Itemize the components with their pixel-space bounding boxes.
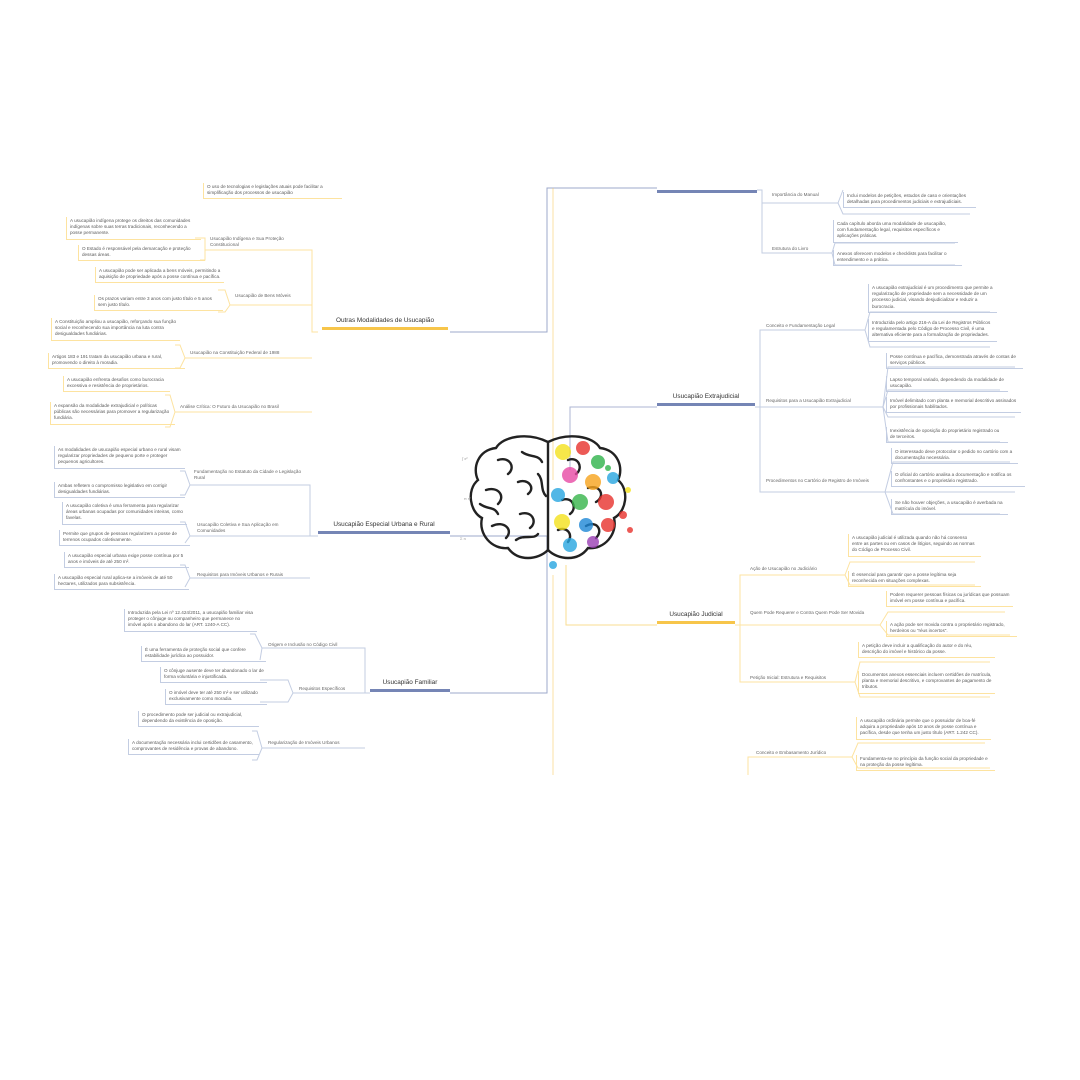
branch-manual[interactable] <box>657 183 757 193</box>
sub-estrutura-livro[interactable]: Estrutura do Livro <box>772 246 809 251</box>
leaf: A usucapião extrajudicial é um procedime… <box>868 284 997 313</box>
leaf: Inclui modelos de petições, estudos de c… <box>843 192 976 209</box>
leaf: É uma ferramenta de proteção social que … <box>141 646 266 663</box>
leaf: A usucapião coletiva é uma ferramenta pa… <box>62 502 187 525</box>
sub-procedimentos-cartorio[interactable]: Procedimentos no Cartório de Registro de… <box>766 478 869 483</box>
leaf: Documentos anexos essenciais incluem cer… <box>858 671 995 694</box>
leaf: Fundamenta-se no princípio da função soc… <box>856 755 995 772</box>
leaf: A usucapião indígena protege os direitos… <box>66 217 201 240</box>
leaf: O oficial do cartório analisa a document… <box>891 471 1025 488</box>
brain-icon: ∫ x² π r² Σ n <box>460 435 633 569</box>
leaf: Introduzida pelo artigo 216-A da Lei de … <box>868 319 997 342</box>
leaf: Introduzida pela Lei nº 12.424/2011, a u… <box>124 609 257 632</box>
sub-bens-moveis[interactable]: Usucapião de Bens Móveis <box>235 293 291 298</box>
leaf: O uso de tecnologias e legislações atuai… <box>203 183 342 200</box>
branch-usucapiao-familiar[interactable]: Usucapião Familiar <box>370 679 450 693</box>
leaf: Posse contínua e pacífica, demonstrada a… <box>886 353 1023 370</box>
svg-text:∫ x²: ∫ x² <box>461 456 468 461</box>
leaf: Artigos 183 e 191 tratam da usucapião ur… <box>48 353 185 370</box>
sub-regularizacao-imoveis[interactable]: Regularização de Imóveis Urbanos <box>268 740 340 745</box>
sub-requisitos-especificos[interactable]: Requisitos Específicos <box>299 686 346 691</box>
leaf: Inexistência de oposição do proprietário… <box>886 427 1008 444</box>
leaf: O procedimento pode ser judicial ou extr… <box>138 711 259 728</box>
leaf: É essencial para garantir que a posse le… <box>848 571 981 588</box>
leaf: O interessado deve protocolar o pedido n… <box>891 448 1018 465</box>
leaf: Anexos oferecem modelos e checklists par… <box>833 250 962 267</box>
sub-fundamentacao-estatuto[interactable]: Fundamentação no Estatuto da Cidade e Le… <box>194 469 302 481</box>
leaf: Permite que grupos de pessoas regularize… <box>59 530 190 547</box>
leaf: A petição deve incluir a qualificação do… <box>858 642 995 659</box>
leaf: Cada capítulo aborda uma modalidade de u… <box>833 220 958 243</box>
leaf: A ação pode ser movida contra o propriet… <box>886 621 1017 638</box>
leaf: A usucapião pode ser aplicada a bens móv… <box>95 267 224 284</box>
sub-constituicao-1988[interactable]: Usucapião na Constituição Federal de 198… <box>190 350 280 355</box>
svg-text:π r²: π r² <box>464 496 471 501</box>
sub-conceito-embasamento[interactable]: Conceito e Embasamento Jurídico <box>756 750 827 755</box>
leaf: Se não houver objeções, a usucapião é av… <box>891 499 1008 516</box>
leaf: Ambas refletem o compromisso legislativo… <box>54 482 185 499</box>
sub-quem-pode-requerer[interactable]: Quem Pode Requerer e Contra Quem Pode Se… <box>750 610 865 615</box>
branch-especial-urbana-rural[interactable]: Usucapião Especial Urbana e Rural <box>318 521 450 535</box>
sub-requisitos-imoveis[interactable]: Requisitos para Imóveis Urbanos e Rurais <box>197 572 284 577</box>
leaf: A usucapião enfrenta desafios como buroc… <box>63 376 170 393</box>
leaf: A usucapião especial urbana exige posse … <box>64 552 189 569</box>
sub-conceito-fundamentacao[interactable]: Conceito e Fundamentação Legal <box>766 323 835 328</box>
sub-origem-codigo-civil[interactable]: Origem e Inclusão no Código Civil <box>268 642 338 647</box>
sub-acao-judiciario[interactable]: Ação de Usucapião no Judiciário <box>750 566 817 571</box>
leaf: A usucapião ordinária permite que o poss… <box>856 717 991 740</box>
sub-analise-critica[interactable]: Análise Crítica: O Futuro da Usucapião n… <box>180 404 279 409</box>
branch-usucapiao-judicial[interactable]: Usucapião Judicial <box>657 611 735 625</box>
leaf: Podem requerer pessoas físicas ou jurídi… <box>886 591 1013 608</box>
leaf: Imóvel delimitado com planta e memorial … <box>886 397 1021 414</box>
leaf: A documentação necessária inclui certidõ… <box>128 739 259 756</box>
leaf: Os prazos variam entre 3 anos com justo … <box>94 295 223 312</box>
sub-importancia-manual[interactable]: Importância do Manual <box>772 192 819 197</box>
leaf: O Estado é responsável pela demarcação e… <box>78 245 205 262</box>
sub-usucapiao-coletiva[interactable]: Usucapião Coletiva e Sua Aplicação em Co… <box>197 522 279 534</box>
leaf: A expansão da modalidade extrajudicial e… <box>50 402 175 425</box>
leaf: O imóvel deve ter até 250 m² e ser utili… <box>165 689 267 706</box>
sub-requisitos-extrajudicial[interactable]: Requisitos para a Usucapião Extrajudicia… <box>766 398 851 403</box>
leaf: Lapso temporal variado, dependendo da mo… <box>886 376 1008 393</box>
branch-outras-modalidades[interactable]: Outras Modalidades de Usucapião <box>322 317 448 331</box>
leaf: A usucapião judicial é utilizada quando … <box>848 534 981 557</box>
sub-usucapiao-indigena[interactable]: Usucapião Indígena e Sua Proteção Consti… <box>210 236 284 248</box>
leaf: A usucapião especial rural aplica-se a i… <box>54 574 189 591</box>
leaf: A Constituição ampliou a usucapião, refo… <box>51 318 180 341</box>
leaf: As modalidades de usucapião especial urb… <box>54 446 185 469</box>
svg-text:Σ n: Σ n <box>460 536 466 541</box>
branch-usucapiao-extrajudicial[interactable]: Usucapião Extrajudicial <box>657 393 755 407</box>
leaf: O cônjuge ausente deve ter abandonado o … <box>160 667 267 684</box>
sub-peticao-inicial[interactable]: Petição Inicial: Estrutura e Requisitos <box>750 675 827 680</box>
